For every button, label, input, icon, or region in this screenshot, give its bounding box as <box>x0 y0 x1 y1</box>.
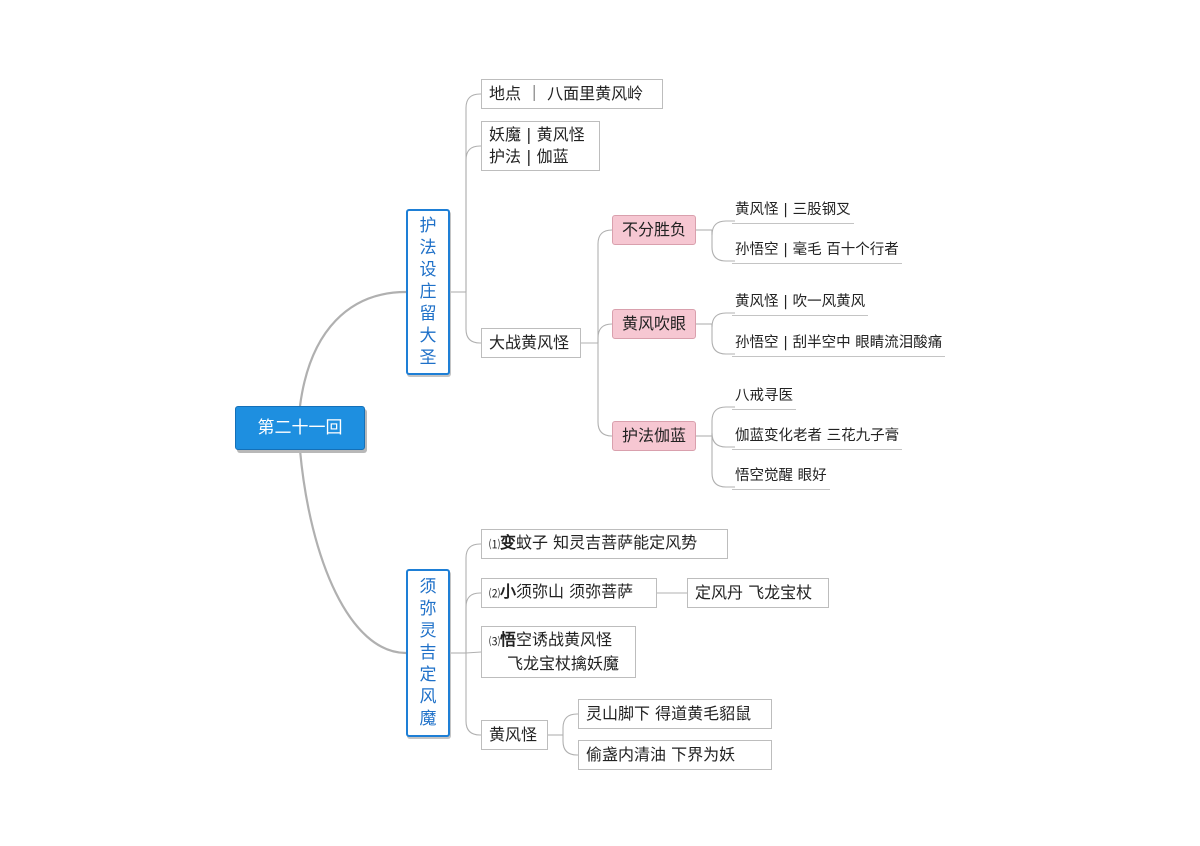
branch1-char: 设 <box>419 260 437 280</box>
connector-line <box>711 406 735 436</box>
step1-node[interactable]: ⑴变蚊子 知灵吉菩萨能定风势 <box>481 529 728 559</box>
connector-line <box>465 543 481 653</box>
phase-label: 黄风吹眼 <box>621 314 686 333</box>
step3-node[interactable]: ⑶悟空诱战黄风怪 飞龙宝杖擒妖魔 <box>481 626 636 678</box>
branch2-char: 弥 <box>419 599 437 619</box>
step3-line2: 飞龙宝杖擒妖魔 <box>507 654 620 673</box>
roles-line2: 护法 | 伽蓝 <box>489 147 569 166</box>
connector-line <box>711 432 735 448</box>
branch1-title[interactable]: 护 法 设 庄 留 大 圣 <box>406 209 450 375</box>
step2-rest: 须弥山 须弥菩萨 <box>516 582 634 601</box>
monster-node[interactable]: 黄风怪 <box>481 720 548 750</box>
branch2-char: 风 <box>419 687 437 707</box>
branch1-char: 护 <box>419 216 437 236</box>
leaf-text: 八戒寻医 <box>735 388 793 404</box>
phase-leaf[interactable]: 孙悟空 | 毫毛 百十个行者 <box>732 243 902 264</box>
phase-leaf[interactable]: 孙悟空 | 刮半空中 眼睛流泪酸痛 <box>732 335 946 357</box>
roles-line1: 妖魔 | 黄风怪 <box>489 125 585 144</box>
leaf-text: 孙悟空 | 毫毛 百十个行者 <box>735 242 899 258</box>
phase-leaf[interactable]: 伽蓝变化老者 三花九子膏 <box>732 428 903 450</box>
battle-node[interactable]: 大战黄风怪 <box>481 328 581 358</box>
monster-item-node[interactable]: 灵山脚下 得道黄毛貂鼠 <box>578 699 772 729</box>
step1-number: ⑴ <box>489 538 500 551</box>
step1-key: 变 <box>500 533 517 552</box>
monster-item-text: 偷盏内清油 下界为妖 <box>586 745 736 764</box>
step2-text: ⑵小须弥山 须弥菩萨 <box>489 583 656 603</box>
step3-rest: 空诱战黄风怪 <box>516 630 613 649</box>
root-node[interactable]: 第二十一回 <box>235 406 365 450</box>
phase-leaf[interactable]: 八戒寻医 <box>732 389 796 410</box>
step2-child-label: 定风丹 飞龙宝杖 <box>695 583 813 602</box>
connector-line <box>465 145 481 292</box>
phase-leaf[interactable]: 黄风怪 | 三股钢叉 <box>732 203 854 224</box>
leaf-text: 孙悟空 | 刮半空中 眼睛流泪酸痛 <box>735 335 943 351</box>
branch1-char: 圣 <box>419 348 437 368</box>
battle-label: 大战黄风怪 <box>489 333 570 352</box>
connector-line <box>465 93 481 292</box>
branch1-char: 大 <box>419 326 437 346</box>
connector-line <box>465 651 482 654</box>
phase-label: 护法伽蓝 <box>621 426 686 445</box>
connector-line <box>711 324 735 355</box>
step3-key: 悟 <box>500 630 517 649</box>
connector-line <box>597 323 613 343</box>
connector-line <box>597 229 613 343</box>
branch1-char: 庄 <box>419 282 437 302</box>
phase-leaf[interactable]: 黄风怪 | 吹一风黄风 <box>732 294 869 316</box>
leaf-text: 黄风怪 | 吹一风黄风 <box>735 294 866 310</box>
monster-label: 黄风怪 <box>489 725 538 744</box>
branch1-char: 留 <box>419 304 437 324</box>
step3-text: ⑶悟空诱战黄风怪 <box>489 631 635 651</box>
root-label: 第二十一回 <box>257 417 343 438</box>
step1-text: ⑴变蚊子 知灵吉菩萨能定风势 <box>489 534 727 554</box>
phase-node[interactable]: 不分胜负 <box>612 215 696 245</box>
connector-line <box>465 592 481 653</box>
step2-node[interactable]: ⑵小须弥山 须弥菩萨 <box>481 578 657 608</box>
step2-number: ⑵ <box>489 587 500 600</box>
connector-line <box>711 230 735 262</box>
connector-line <box>562 713 578 735</box>
connector-line <box>298 449 407 655</box>
step3-number: ⑶ <box>489 635 500 648</box>
branch1-char: 法 <box>419 238 437 258</box>
connector-line <box>298 290 407 407</box>
branch2-char: 须 <box>419 577 437 597</box>
connector-line <box>465 292 481 344</box>
branch2-char: 灵 <box>419 621 437 641</box>
connector-line <box>562 735 578 756</box>
branch2-char: 吉 <box>419 643 437 663</box>
connector-line <box>465 653 481 736</box>
phase-node[interactable]: 黄风吹眼 <box>612 309 696 339</box>
leaf-text: 黄风怪 | 三股钢叉 <box>735 202 851 218</box>
connector-line <box>711 436 735 488</box>
location-node[interactable]: 地点 ｜ 八面里黄风岭 <box>481 79 663 109</box>
leaf-text: 悟空觉醒 眼好 <box>735 468 827 484</box>
phase-node[interactable]: 护法伽蓝 <box>612 421 696 451</box>
phase-label: 不分胜负 <box>621 220 686 239</box>
phase-leaf[interactable]: 悟空觉醒 眼好 <box>732 469 830 490</box>
branch2-title[interactable]: 须 弥 灵 吉 定 风 魔 <box>406 569 450 737</box>
branch2-char: 魔 <box>419 709 437 729</box>
step2-key: 小 <box>500 582 517 601</box>
location-label: 地点 ｜ 八面里黄风岭 <box>489 84 644 103</box>
step2-child-node[interactable]: 定风丹 飞龙宝杖 <box>687 578 829 608</box>
monster-item-node[interactable]: 偷盏内清油 下界为妖 <box>578 740 772 770</box>
connector-line <box>597 343 613 437</box>
branch2-char: 定 <box>419 665 437 685</box>
step1-rest: 蚊子 知灵吉菩萨能定风势 <box>516 533 698 552</box>
monster-item-text: 灵山脚下 得道黄毛貂鼠 <box>586 704 752 723</box>
roles-node[interactable]: 妖魔 | 黄风怪 护法 | 伽蓝 <box>481 121 600 171</box>
leaf-text: 伽蓝变化老者 三花九子膏 <box>735 428 900 444</box>
